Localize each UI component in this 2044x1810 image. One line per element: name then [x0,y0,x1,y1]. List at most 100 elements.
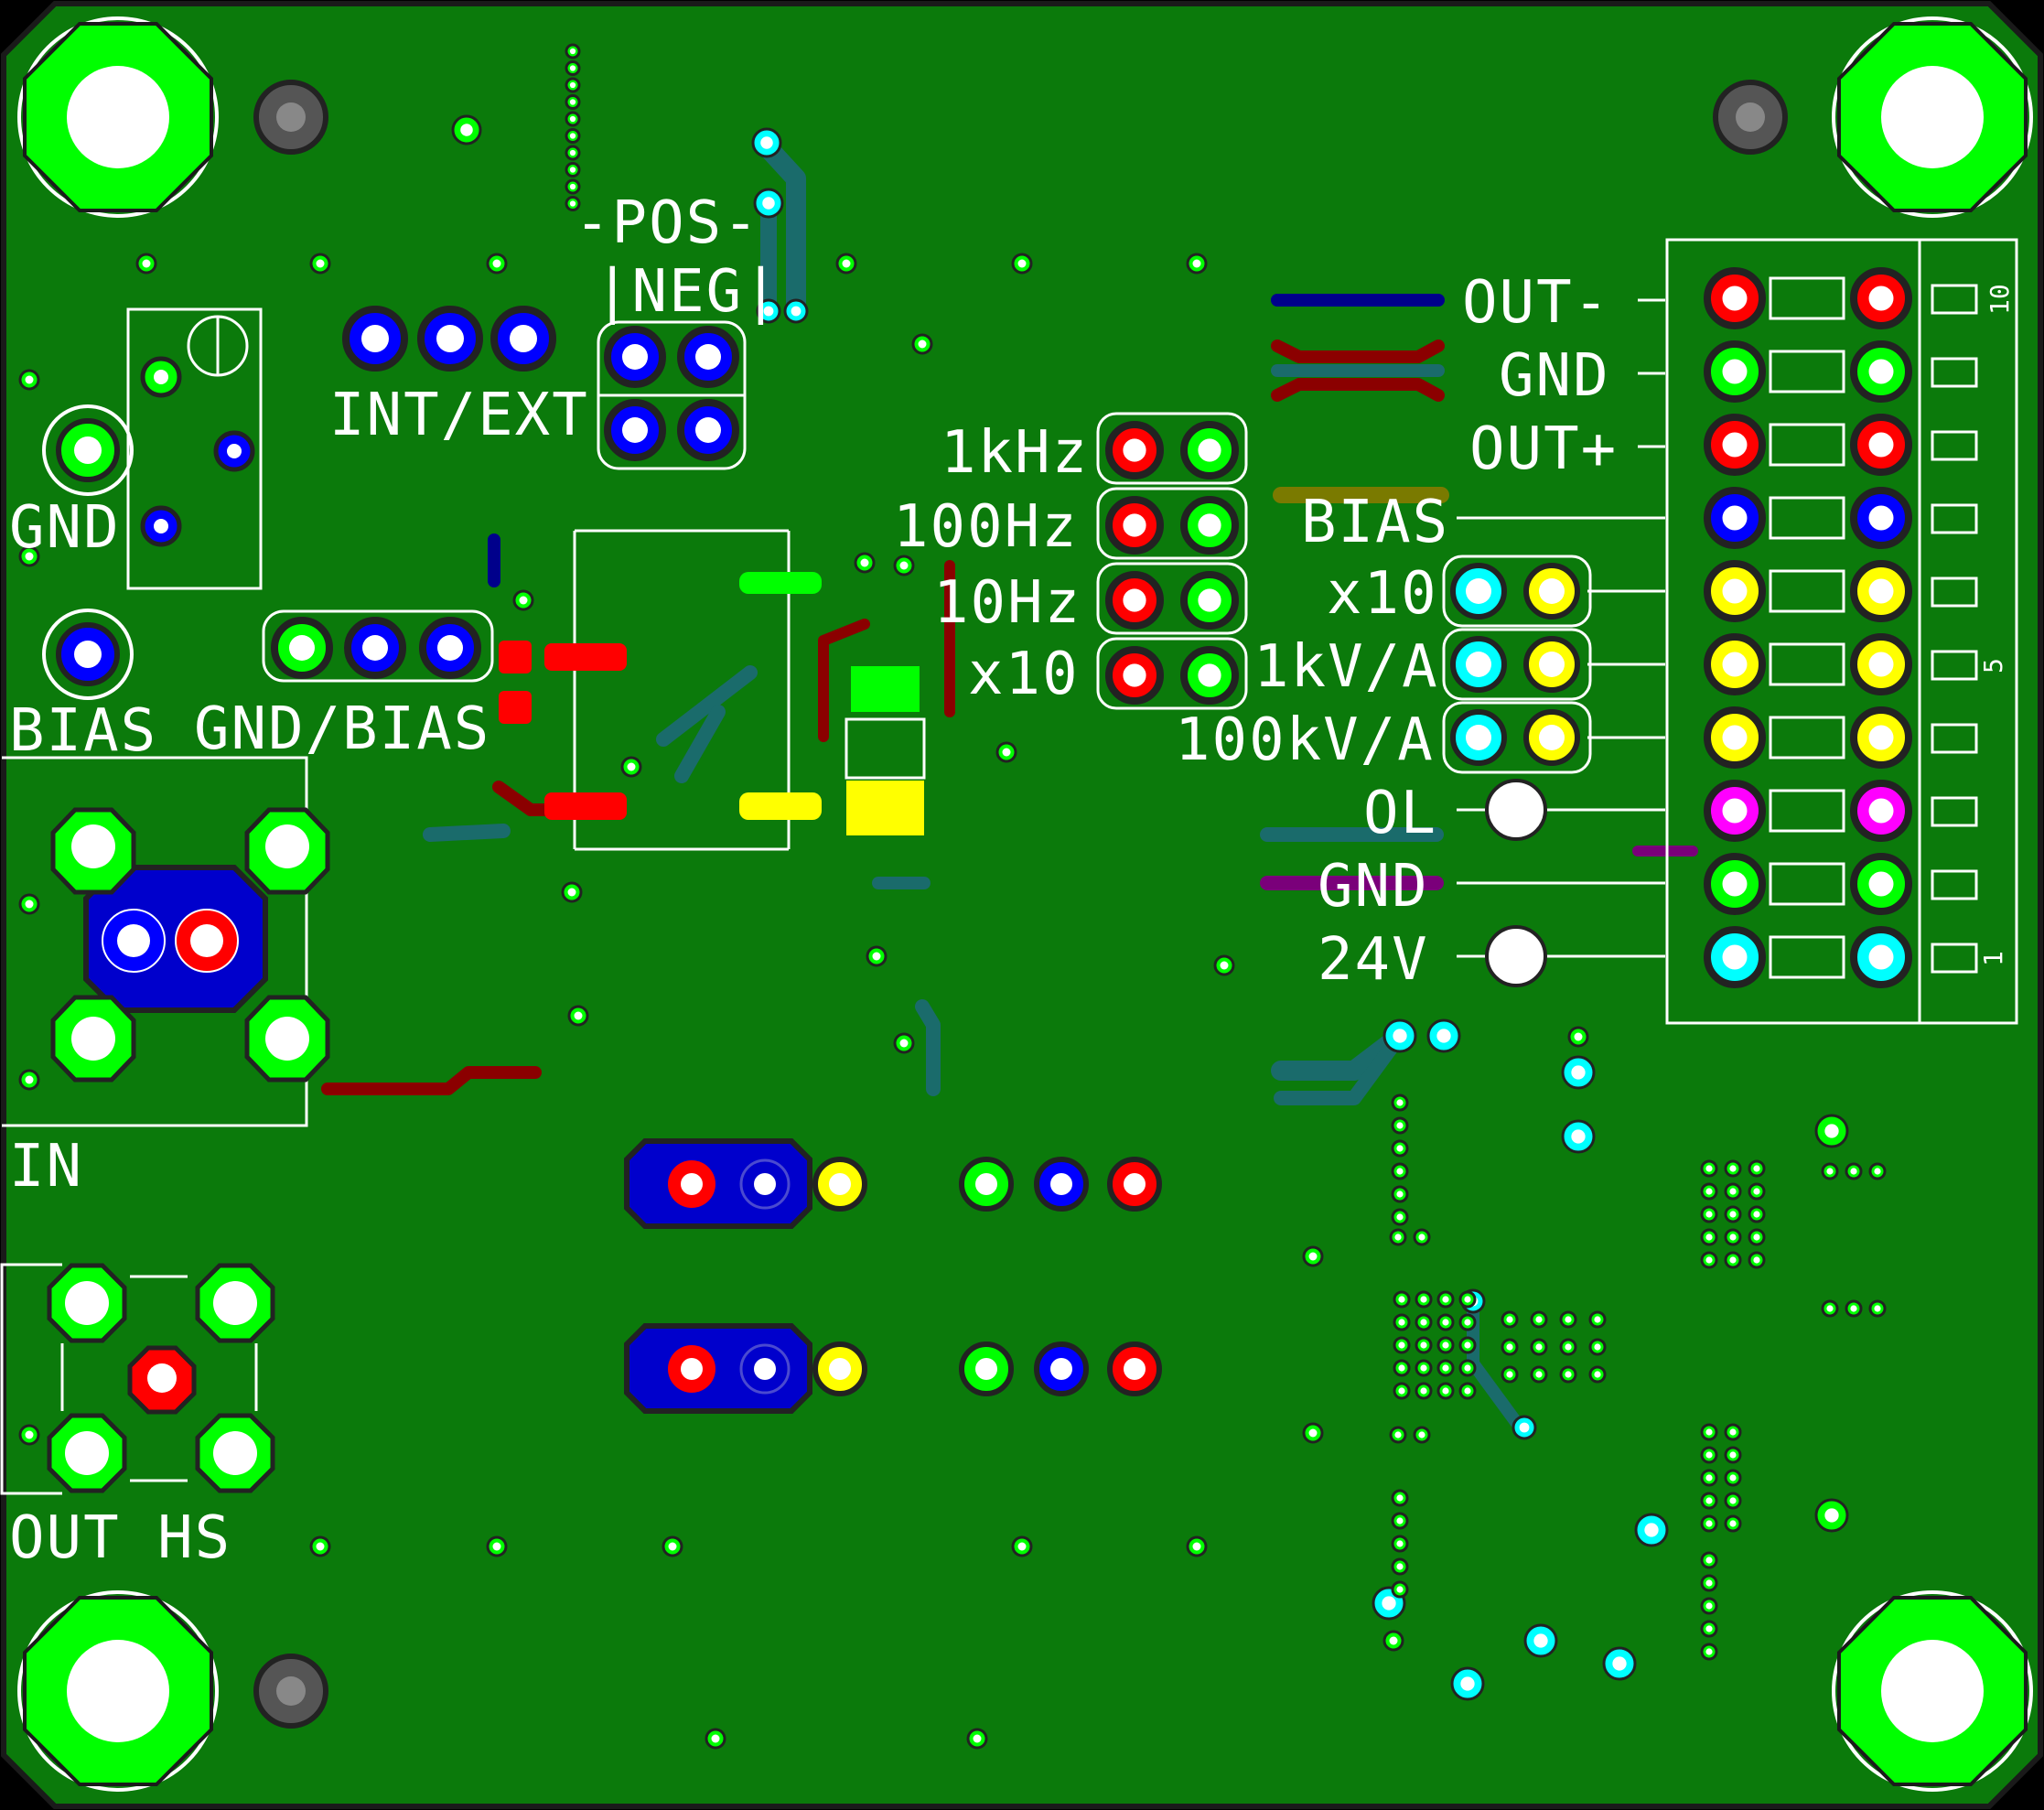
via-hole [567,888,576,897]
label-100hz: 100Hz [893,493,1079,561]
int-ext-header[interactable] [342,306,556,372]
via-hole [1464,1364,1471,1372]
via-hole [569,149,576,156]
freq-jumper-pad-green [1180,421,1239,479]
via-hole [569,65,576,71]
freq-jumper-pad-red [1105,421,1164,479]
via-hole [1705,1188,1713,1195]
via-hole [1729,1165,1737,1172]
via-hole [1594,1371,1601,1378]
jumper-x10[interactable] [1450,563,1580,619]
connector-pin-frame [1769,716,1845,760]
in-connector-ground-pads [50,807,330,1083]
gnd-test-point[interactable] [42,404,134,496]
label-pin-10: 10 [1985,284,2015,315]
via-hole [1396,1099,1404,1106]
via-hole [1571,1065,1586,1080]
mounting-hole-top-left [17,16,219,218]
via-hole [899,561,909,570]
label-1kva: 1kV/A [1253,633,1439,701]
via-hole [1824,1124,1839,1138]
via-hole [574,1011,583,1020]
mounting-hole-top-right [1832,16,2033,218]
in-connector[interactable] [83,865,268,1013]
frequency-jumper-pads[interactable] [1105,421,1239,705]
via-hole [842,259,851,268]
via-hole [1565,1316,1572,1323]
connector-pad-right [1850,267,1912,329]
connector-pin-frame [1769,569,1845,613]
connector-pin-frame [1769,642,1845,686]
gnd-bias-header[interactable] [262,609,494,683]
via-hole [569,167,576,173]
via-hole [760,136,773,149]
jumper-100kva[interactable] [1450,709,1580,766]
via-hole [1705,1428,1713,1436]
via-hole [1308,1252,1318,1261]
connector-pin-frame [1769,276,1845,320]
label-24v: 24V [1318,926,1429,994]
via-hole [1396,1586,1404,1593]
via-hole [1442,1387,1449,1395]
connector-pad-left [1704,706,1766,769]
via-hole [1729,1211,1737,1218]
via-hole [1464,1319,1471,1326]
via-hole [1753,1256,1760,1264]
via-hole [1705,1557,1713,1564]
pos-neg-header[interactable] [597,320,747,470]
connector-pin-marker [1931,503,1978,534]
via-hole [569,99,576,105]
via-hole [1705,1648,1713,1655]
connector-pad-right [1850,340,1912,403]
via-hole [1394,1234,1402,1241]
via-hole [1874,1168,1881,1175]
via-hole [627,762,636,771]
gain-jumpers [1442,555,1592,774]
via-hole [1535,1371,1543,1378]
via-hole [1396,1122,1404,1129]
via-hole [1705,1211,1713,1218]
jumper-1kva[interactable] [1450,636,1580,693]
via-hole [1729,1520,1737,1527]
label-gnd-bias: GND/BIAS [194,695,490,763]
via-hole [316,259,325,268]
via-hole [1705,1256,1713,1264]
via-hole [1705,1602,1713,1610]
via-hole [1644,1523,1659,1537]
via-hole [1565,1371,1572,1378]
via-hole [1705,1625,1713,1632]
connector-pin-marker [1931,943,1978,974]
connector-pin-marker [1931,869,1978,900]
via-hole [1705,1451,1713,1459]
label-neg: |NEG| [595,258,780,326]
connector-pad-right [1850,780,1912,842]
connector-pin-frame [1769,862,1845,906]
via-hole [668,1542,677,1551]
via-hole [1753,1165,1760,1172]
via-hole [1398,1319,1405,1326]
out-hs-connector[interactable] [47,1263,275,1493]
via-hole [1535,1343,1543,1351]
via-hole [569,200,576,207]
via-hole [1850,1305,1857,1312]
connector-pin-marker [1931,576,1978,608]
label-x10-jumper: x10 [968,641,1080,708]
via-hole [1442,1364,1449,1372]
bias-test-point[interactable] [42,609,134,700]
via-hole [316,1542,325,1551]
test-points-white[interactable] [1485,779,1547,987]
via-hole [711,1734,720,1743]
via-hole [1612,1656,1627,1671]
via-hole [1460,1676,1475,1691]
connector-pad-left [1704,414,1766,476]
label-100kva: 100kV/A [1175,706,1435,774]
mounting-hole-bottom-left [17,1590,219,1792]
via-hole [1192,259,1201,268]
via-hole [25,375,34,384]
via-hole [1729,1256,1737,1264]
via-hole [1396,1494,1404,1502]
label-out-hs: OUT HS [9,1504,231,1572]
label-gnd-conn2: GND [1318,853,1429,921]
